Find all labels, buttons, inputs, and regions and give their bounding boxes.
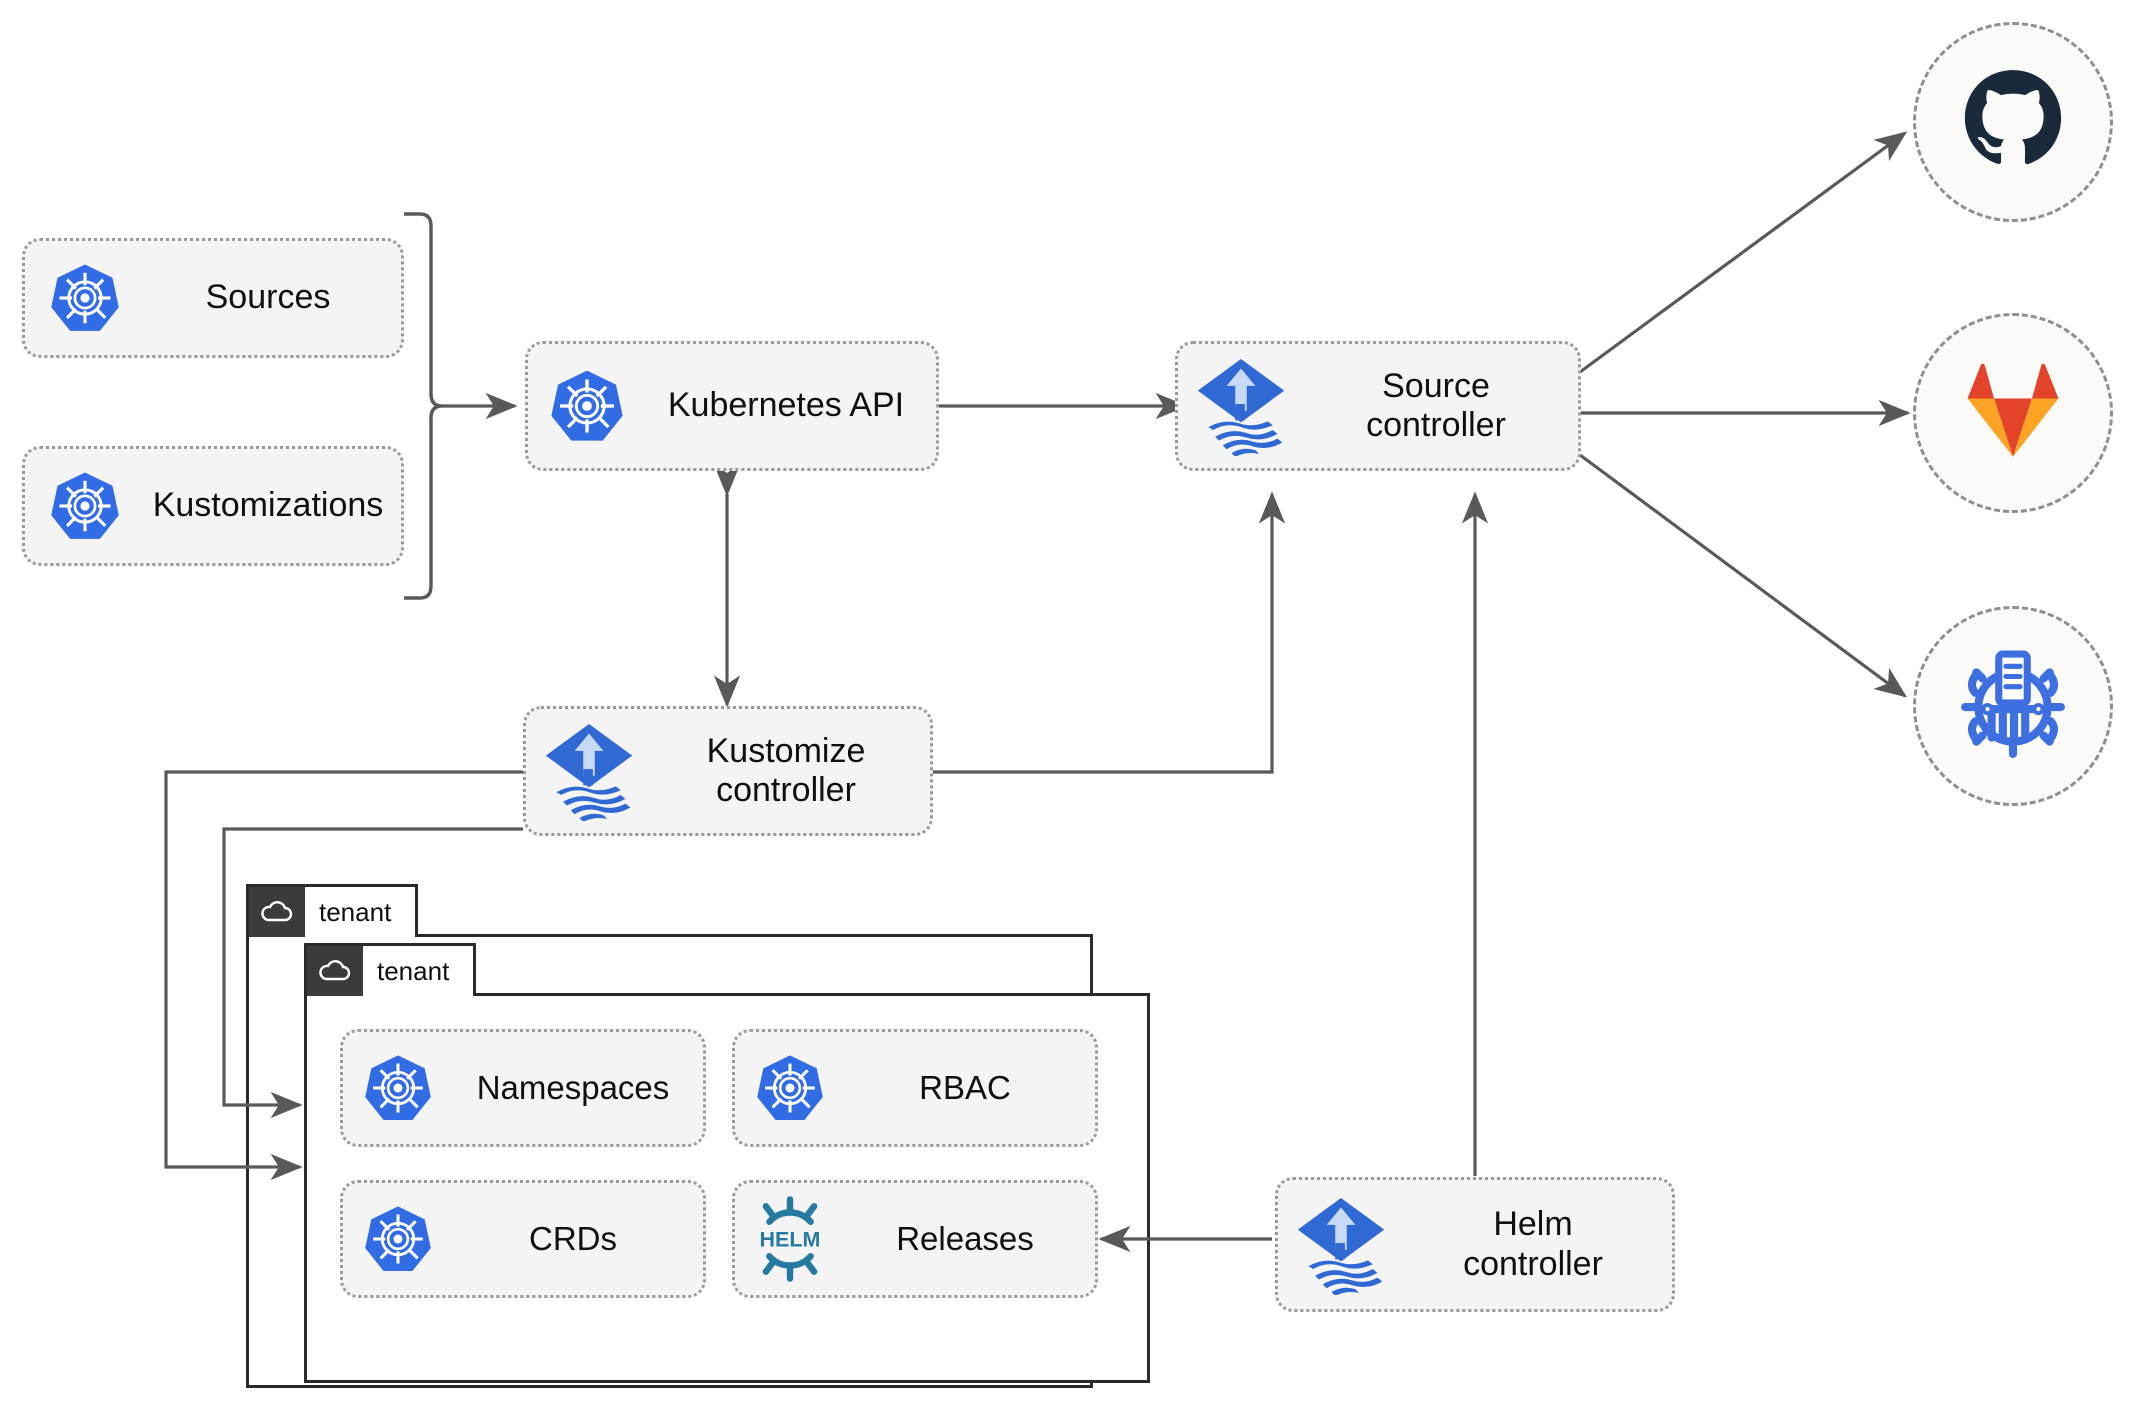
kubernetes-icon xyxy=(343,1204,453,1274)
provider-chart-registry[interactable] xyxy=(1913,606,2113,806)
cloud-icon xyxy=(249,887,305,937)
node-label: Sources xyxy=(205,278,331,317)
wire-sourcecontroller-github xyxy=(1579,131,1908,374)
flux-icon xyxy=(1278,1195,1404,1295)
node-helm-controller[interactable]: Helm controller xyxy=(1275,1177,1675,1312)
gitlab-icon xyxy=(1961,361,2065,466)
node-kubernetes-api[interactable]: Kubernetes API xyxy=(525,341,939,471)
provider-gitlab[interactable] xyxy=(1913,313,2113,513)
wire-sourcecontroller-chartregistry xyxy=(1579,453,1908,698)
kubernetes-icon xyxy=(25,470,145,542)
node-label: Kustomizations xyxy=(152,486,384,525)
tenant-outer-tab[interactable]: tenant xyxy=(246,884,419,937)
node-label: Releases xyxy=(896,1220,1034,1258)
svg-text:HELM: HELM xyxy=(760,1228,821,1252)
node-kustomizations[interactable]: Kustomizations xyxy=(22,446,404,566)
wire-kustomizecontroller-tenant-inner xyxy=(222,827,523,1119)
kubernetes-icon xyxy=(528,368,646,444)
node-releases[interactable]: HELM Releases xyxy=(732,1180,1098,1298)
flux-icon xyxy=(526,721,652,821)
github-icon xyxy=(1961,68,2065,177)
tenant-outer-label: tenant xyxy=(319,896,392,927)
node-label: Kubernetes API xyxy=(667,386,905,425)
node-namespaces[interactable]: Namespaces xyxy=(340,1029,706,1147)
tenant-inner-label: tenant xyxy=(377,955,450,986)
node-source-controller[interactable]: Source controller xyxy=(1175,341,1581,471)
node-rbac[interactable]: RBAC xyxy=(732,1029,1098,1147)
node-label: Helm controller xyxy=(1463,1205,1603,1283)
node-sources[interactable]: Sources xyxy=(22,238,404,358)
node-label: Namespaces xyxy=(476,1069,670,1107)
kubernetes-icon xyxy=(735,1053,845,1123)
node-label: Kustomize controller xyxy=(706,731,866,809)
node-crds[interactable]: CRDs xyxy=(340,1180,706,1298)
flux-icon xyxy=(1178,356,1304,456)
node-label: Source controller xyxy=(1366,366,1506,444)
node-label: CRDs xyxy=(529,1220,617,1258)
wire-kustomizecontroller-sourcecontroller xyxy=(932,491,1286,774)
kubernetes-icon xyxy=(25,262,145,334)
node-kustomize-controller[interactable]: Kustomize controller xyxy=(523,706,933,836)
tenant-inner-tab[interactable]: tenant xyxy=(304,943,477,996)
cloud-icon xyxy=(307,946,363,996)
node-label: RBAC xyxy=(919,1069,1011,1107)
provider-github[interactable] xyxy=(1913,22,2113,222)
chart-registry-icon xyxy=(1957,648,2069,765)
kubernetes-icon xyxy=(343,1053,453,1123)
wire-kustomizecontroller-tenant-outer xyxy=(164,770,523,1181)
helm-icon: HELM xyxy=(735,1196,845,1282)
